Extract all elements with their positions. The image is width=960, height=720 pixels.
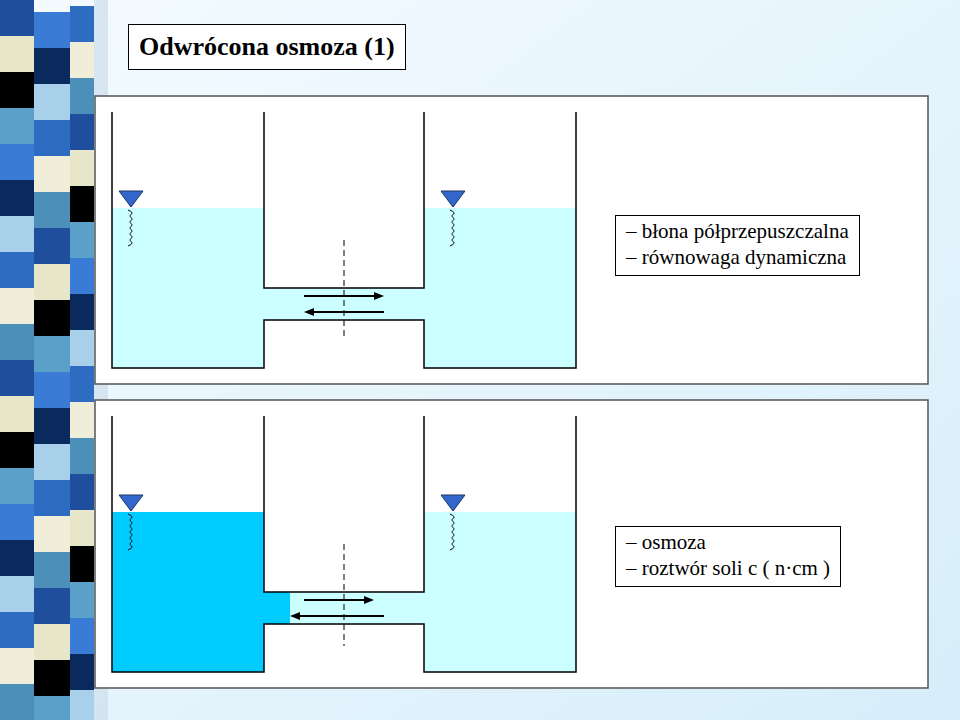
membrane — [344, 544, 345, 646]
note-line: – roztwór soli c ( n·cm ) — [626, 555, 830, 581]
note-line: – osmoza — [626, 529, 830, 555]
vessel — [112, 112, 576, 368]
slide-title: Odwrócona osmoza (1) — [128, 24, 406, 70]
note-line: – błona półprzepuszczalna — [626, 218, 849, 244]
text-box: – osmoza– roztwór soli c ( n·cm ) — [615, 526, 841, 587]
panel — [95, 400, 928, 688]
vessel — [112, 416, 576, 672]
decor-strip — [0, 0, 108, 720]
membrane — [344, 240, 345, 340]
level-marks — [119, 191, 465, 550]
text-box: – błona półprzepuszczalna– równowaga dyn… — [615, 215, 860, 276]
panel — [95, 96, 928, 384]
note-line: – równowaga dynamiczna — [626, 244, 849, 270]
